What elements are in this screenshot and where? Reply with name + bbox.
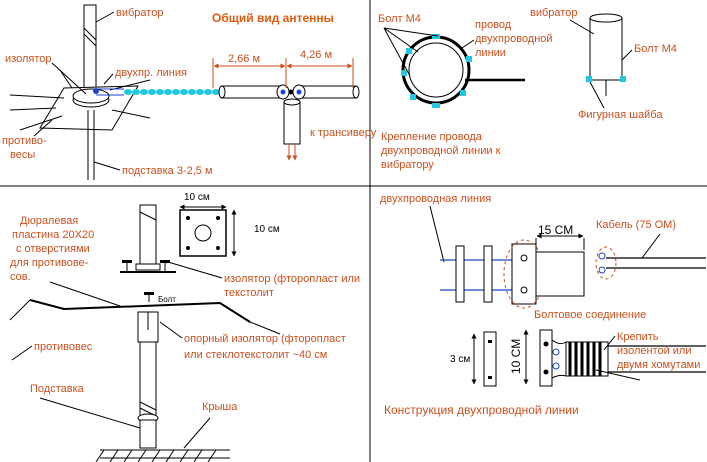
label-vibrator-2: вибратор — [530, 7, 577, 19]
label-plate-5: сов. — [10, 271, 31, 283]
label-tape-1: Крепить — [617, 331, 659, 343]
label-support-1: опорный изолятор (фторопласт — [184, 333, 346, 345]
label-counterpoise: противовес — [34, 341, 93, 353]
counterpoise-wire — [111, 109, 151, 119]
label-roof: Крыша — [202, 401, 238, 413]
label-mount-3: вибратору — [381, 159, 434, 171]
label-tape-2: изолентой или — [617, 345, 692, 357]
counterpoise-wire — [9, 107, 57, 111]
leader-vibrator — [95, 11, 115, 23]
panel-twin-line: двухпроводная линия 15 СМ Кабель (75 ОМ)… — [380, 193, 706, 417]
horizontal-pipe-1 — [221, 85, 283, 99]
label-cable: Кабель (75 ОМ) — [596, 219, 676, 231]
pipe-break — [83, 33, 97, 47]
leader-bolt — [383, 27, 419, 53]
twin-line-coils — [124, 89, 220, 95]
base-plate — [39, 85, 139, 131]
leader-insulator — [51, 62, 87, 95]
label-plate-3: с отверстиями — [16, 243, 90, 255]
label-wire-3: линии — [475, 47, 506, 59]
label-stand: подставка 3-2,5 м — [122, 165, 213, 177]
label-to-transceiver: к трансиверу — [310, 127, 377, 139]
label-wire-2: двухпроводной — [475, 33, 553, 45]
label-insulator: изолятор — [5, 53, 51, 65]
dim-426: 4,26 м — [300, 49, 332, 61]
label-mount-2: двухпроводной линии к — [381, 145, 501, 157]
dim-3: 3 см — [450, 354, 470, 365]
label-bolt-2: Болт М4 — [634, 43, 677, 55]
counterpoise-wire — [19, 115, 63, 131]
label-plate-2: пластина 20Х20 — [12, 229, 94, 241]
cable-pipe — [535, 251, 585, 297]
counterpoise-wire — [109, 79, 151, 91]
feeder-pipe — [283, 101, 301, 145]
vibrator-pipe — [83, 4, 97, 92]
label-counterpoise-2: весы — [10, 149, 35, 161]
leader-counterpoise — [33, 119, 53, 137]
vibrator-base — [139, 204, 157, 268]
spacer-2 — [483, 245, 493, 303]
label-plate-1: Дюралевая — [20, 215, 78, 227]
dim-15: 15 СМ — [538, 223, 573, 237]
label-mount-1: Крепление провода — [381, 131, 483, 143]
dim-10-b: 10 см — [254, 224, 280, 235]
roof — [95, 449, 230, 462]
label-twin-line: двухпр. линия — [115, 67, 187, 79]
label-construction: Конструкция двухпроводной линии — [384, 403, 579, 417]
stand-pipe — [139, 341, 157, 423]
insulator-disk-top — [72, 88, 110, 104]
label-stand-3: Подставка — [30, 383, 85, 395]
label-tape-3: двумя хомутами — [617, 359, 700, 371]
label-fig-washer: Фигурная шайба — [578, 109, 663, 121]
clamp-bolts — [401, 34, 472, 108]
counterpoise-wire — [9, 94, 65, 99]
label-wire-1: провод — [475, 19, 512, 31]
block-10cm — [539, 329, 553, 387]
label-iso-1: изолятор (фторопласт или — [224, 273, 360, 285]
spacer-3cm — [483, 331, 497, 387]
panel-wire-mount: Болт М4 провод двухпроводной линии Крепл… — [378, 7, 677, 171]
label-bolt-small: Болт — [158, 295, 176, 304]
label-support-2: или стеклотекстолит ~40 см — [184, 349, 327, 361]
dim-266: 2,66 м — [228, 53, 260, 65]
label-counterpoise-1: противо- — [2, 135, 47, 147]
leader-stand — [93, 161, 121, 171]
bolts — [122, 260, 170, 302]
spacer-1 — [455, 245, 465, 303]
leader-twin-line — [103, 73, 114, 85]
wrap-hatching — [568, 342, 602, 376]
panel1-title: Общий вид антенны — [212, 11, 334, 25]
dim-10-a: 10 см — [184, 192, 210, 203]
vibrator-end — [589, 17, 623, 81]
dim-10: 10 СМ — [509, 339, 523, 374]
label-bolt-conn: Болтовое соединение — [534, 309, 646, 321]
label-twin-line-4: двухпроводная линия — [380, 193, 491, 205]
pipe-break — [83, 27, 97, 41]
panel-general-view: Общий вид антенны вибратор изолятор двух… — [2, 4, 377, 180]
end-block — [511, 243, 537, 305]
label-bolt: Болт М4 — [378, 13, 421, 25]
label-plate-4: для противове- — [10, 257, 89, 269]
panel-mount-detail: 10 см 10 см Болт Дюралевая пластина 20Х2… — [9, 192, 360, 462]
counterpoise-wire — [59, 69, 73, 89]
duralumin-plate — [29, 299, 251, 323]
label-vibrator: вибратор — [116, 7, 163, 19]
label-iso-2: текстолит — [224, 287, 274, 299]
horizontal-pipe-2 — [299, 85, 357, 99]
